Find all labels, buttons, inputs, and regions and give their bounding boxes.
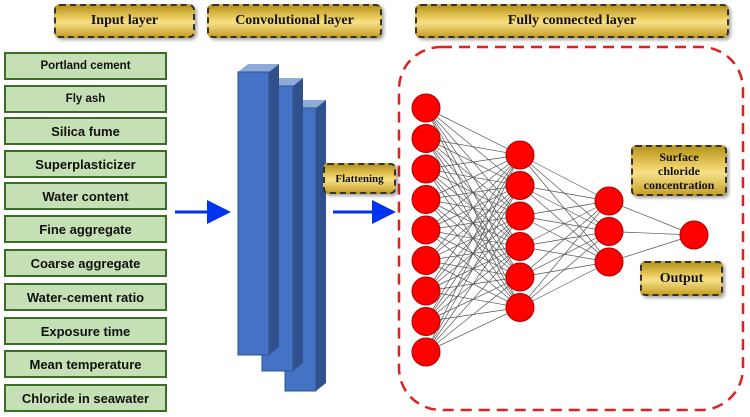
network-edge	[608, 200, 695, 236]
neuron-layer3-3	[594, 247, 624, 277]
network-edge	[519, 231, 610, 308]
neuron-layer1-6	[411, 246, 441, 275]
neuron-layer2-6	[505, 293, 535, 322]
neuron-layer2-1	[505, 140, 535, 170]
network-edge	[425, 246, 521, 353]
input-fine-aggregate: Fine aggregate	[4, 215, 167, 243]
neuron-layer1-5	[411, 215, 441, 245]
network-edge	[425, 107, 521, 156]
neuron-layer1-3	[411, 154, 441, 184]
network-edge	[425, 215, 521, 353]
network-edge	[519, 261, 610, 308]
fully-connected-frame	[397, 45, 745, 412]
network-edge	[425, 185, 521, 353]
network-edge	[425, 154, 521, 200]
network-edge	[425, 154, 521, 231]
input-chloride-in-seawater: Chloride in seawater	[4, 384, 167, 412]
network-edge	[425, 307, 521, 353]
neuron-layer2-4	[505, 232, 535, 261]
neuron-layer1-4	[411, 185, 441, 214]
network-edge	[425, 154, 521, 292]
network-edge	[519, 200, 610, 217]
network-edge	[519, 200, 610, 247]
network-edge	[425, 138, 521, 156]
output-label: Output	[640, 261, 723, 296]
neuron-layer1-8	[411, 307, 441, 336]
input-mean-temperature: Mean temperature	[4, 350, 167, 378]
input-superplasticizer: Superplasticizer	[4, 150, 167, 178]
neuron-layer1-2	[411, 124, 441, 153]
neuron-layer2-2	[505, 171, 535, 200]
neuron-layer1-7	[411, 276, 441, 306]
network-edge	[425, 154, 521, 261]
flattening-label: Flattening	[323, 163, 396, 194]
fully-connected-layer-header: Fully connected layer	[415, 4, 729, 38]
input-layer-header: Input layer	[54, 4, 195, 38]
input-exposure-time: Exposure time	[4, 317, 167, 345]
network-edge	[425, 154, 521, 170]
surface-chloride-concentration-label: Surface chloride concentration	[631, 145, 727, 196]
input-water-content: Water content	[4, 182, 167, 210]
input-water-cement-ratio: Water-cement ratio	[4, 283, 167, 311]
input-fly-ash: Fly ash	[4, 85, 167, 113]
neuron-layer2-3	[505, 201, 535, 231]
network-edge	[425, 276, 521, 353]
neuron-layer2-5	[505, 262, 535, 292]
conv-block-1	[237, 64, 279, 356]
network-edge	[519, 154, 610, 202]
convolutional-layer-header: Convolutional layer	[207, 4, 382, 38]
network-edge	[519, 185, 610, 202]
network-edge	[425, 154, 521, 322]
network-edge	[519, 200, 610, 308]
network-neurons	[411, 93, 709, 367]
network-edge	[519, 200, 610, 278]
neuron-layer1-9	[411, 337, 441, 367]
input-silica-fume: Silica fume	[4, 117, 167, 145]
network-edge	[608, 234, 695, 263]
network-edge	[425, 154, 521, 353]
neuron-layer3-1	[594, 186, 624, 216]
neuron-layer1-1	[411, 93, 441, 123]
input-portland-cement: Portland cement	[4, 52, 167, 80]
neuron-layer3-2	[594, 217, 624, 246]
input-coarse-aggregate: Coarse aggregate	[4, 249, 167, 277]
neuron-layer4-1	[679, 220, 709, 250]
